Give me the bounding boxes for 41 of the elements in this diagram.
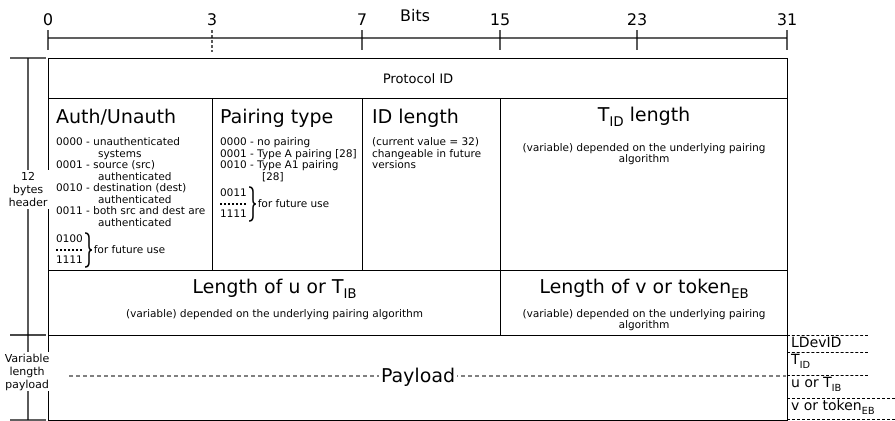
code-description: 0001 - source (src) authenticated bbox=[56, 160, 172, 183]
code-value: 0011 bbox=[220, 188, 247, 199]
code-description: 0010 - destination (dest) authenticated bbox=[56, 183, 188, 206]
code-description: 0000 - no pairing bbox=[220, 137, 312, 148]
code-value: 1111 bbox=[220, 209, 247, 220]
payload-cell bbox=[48, 335, 788, 421]
field-title: Pairing type bbox=[220, 105, 334, 129]
field-title: Length of u or T$_{IB}$ bbox=[191, 275, 358, 304]
field-description: (variable) depended on the underlying pairing algorithm bbox=[522, 308, 766, 332]
field-title: Protocol ID bbox=[382, 72, 454, 87]
code-description: 0000 - unauthenticated systems bbox=[56, 137, 181, 160]
field-name: LDevID bbox=[791, 336, 842, 350]
code-value: 1111 bbox=[56, 255, 83, 266]
dimension-label: Variable length payload bbox=[2, 352, 52, 391]
field-title: Payload bbox=[378, 365, 458, 387]
dimension-label: 12 bytes header bbox=[7, 170, 49, 209]
tick-label: 3 bbox=[206, 10, 218, 29]
field-title: Auth/Unauth bbox=[56, 105, 178, 129]
code-note: for future use bbox=[258, 198, 330, 210]
code-description: 0010 - Type A1 pairing [28] bbox=[220, 160, 340, 183]
code-description: 0011 - both src and dest are authenticated bbox=[56, 206, 206, 229]
field-cell bbox=[48, 58, 788, 99]
field-name: T$_{ID}$ bbox=[791, 353, 810, 373]
tick-label: 31 bbox=[776, 10, 798, 29]
payload-part-cell bbox=[787, 398, 895, 420]
code-value: 0100 bbox=[56, 234, 83, 245]
axis-title: Bits bbox=[398, 6, 432, 25]
code-description: 0001 - Type A pairing [28] bbox=[220, 148, 358, 160]
tick-label: 23 bbox=[626, 10, 648, 29]
code-note: for future use bbox=[94, 244, 166, 256]
tick-label: 15 bbox=[488, 10, 512, 29]
field-description: (variable) depended on the underlying pairing algorithm bbox=[522, 142, 766, 166]
field-title: ID length bbox=[372, 105, 460, 129]
tick-label: 7 bbox=[356, 10, 368, 29]
tick-label: 0 bbox=[42, 10, 54, 29]
field-description: (variable) depended on the underlying pairing algorithm bbox=[125, 308, 424, 320]
field-name: v or token$_{EB}$ bbox=[791, 399, 875, 419]
field-title: Length of v or token$_{EB}$ bbox=[538, 275, 750, 304]
field-description: (current value = 32) changeable in future versions bbox=[372, 137, 482, 172]
field-title: T$_{ID}$ length bbox=[596, 103, 692, 132]
field-name: u or T$_{IB}$ bbox=[791, 376, 842, 396]
